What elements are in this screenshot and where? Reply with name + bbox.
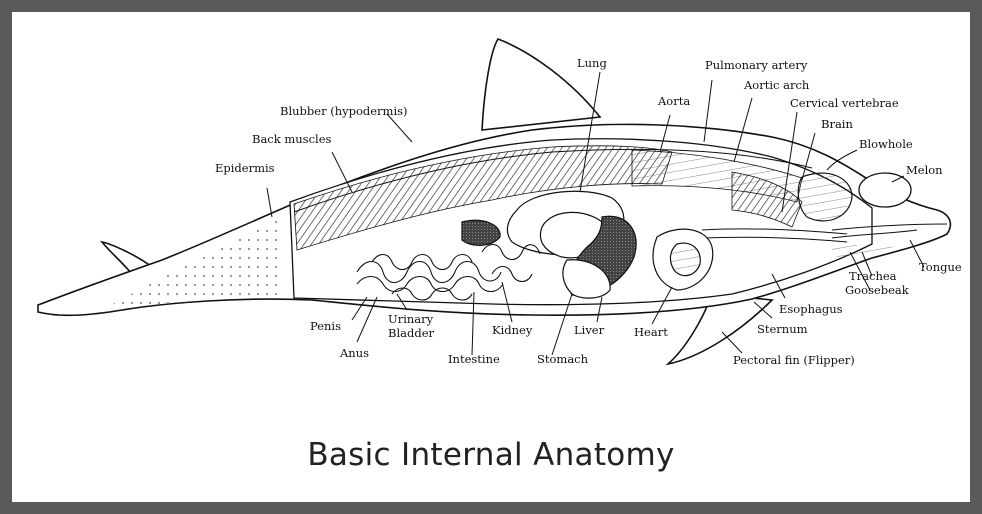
tail-stock-shape: [102, 217, 284, 310]
diagram-sheet: Lung Pulmonary artery Aortic arch Aorta …: [12, 12, 970, 502]
label-heart: Heart: [634, 325, 668, 339]
esophagus-shape-2: [701, 236, 848, 243]
tail-fluke-shape: [100, 240, 154, 275]
lower-jaw-fill: [832, 234, 917, 261]
heart-inner-shape: [669, 242, 701, 277]
label-melon: Melon: [906, 163, 943, 177]
leader-lines: [266, 71, 925, 356]
label-sternum: Sternum: [757, 322, 808, 336]
label-pulmonary-artery: Pulmonary artery: [705, 58, 808, 72]
label-liver: Liver: [574, 323, 605, 337]
label-epidermis: Epidermis: [215, 161, 275, 175]
label-goosebeak: Goosebeak: [845, 283, 910, 297]
pectoral-fin-shape: [665, 293, 774, 366]
label-penis: Penis: [310, 319, 341, 333]
label-back-muscles: Back muscles: [252, 132, 332, 146]
vertebrae-shape: [731, 171, 803, 228]
label-aorta: Aorta: [657, 94, 690, 108]
label-intestine: Intestine: [448, 352, 500, 366]
intestine-coils: [356, 243, 541, 301]
jaw-line: [831, 223, 948, 231]
label-lung: Lung: [577, 56, 607, 70]
label-blubber: Blubber (hypodermis): [280, 104, 408, 118]
label-aortic-arch: Aortic arch: [743, 78, 810, 92]
label-brain: Brain: [821, 117, 853, 131]
label-kidney: Kidney: [492, 323, 533, 337]
blubber-line: [293, 148, 813, 213]
label-bladder: Bladder: [388, 326, 435, 340]
label-urinary: Urinary: [388, 312, 434, 326]
kidney-shape: [461, 219, 501, 246]
label-blowhole: Blowhole: [859, 137, 913, 151]
label-anus: Anus: [339, 346, 369, 360]
esophagus-shape: [701, 228, 848, 235]
melon-shape: [858, 172, 912, 208]
brain-shape: [797, 172, 853, 222]
dolphin-anatomy-diagram: Lung Pulmonary artery Aortic arch Aorta …: [37, 38, 962, 367]
diagram-caption: Basic Internal Anatomy: [307, 437, 675, 473]
label-tongue: Tongue: [919, 260, 962, 274]
label-pectoral-fin: Pectoral fin (Flipper): [733, 353, 855, 367]
label-esophagus: Esophagus: [779, 302, 843, 316]
stomach-shape: [562, 259, 611, 299]
dorsal-fin-shape: [481, 38, 602, 131]
label-trachea: Trachea: [849, 269, 897, 283]
tongue-line: [831, 229, 918, 239]
label-cervical-vertebrae: Cervical vertebrae: [790, 96, 899, 110]
label-stomach: Stomach: [537, 352, 589, 366]
